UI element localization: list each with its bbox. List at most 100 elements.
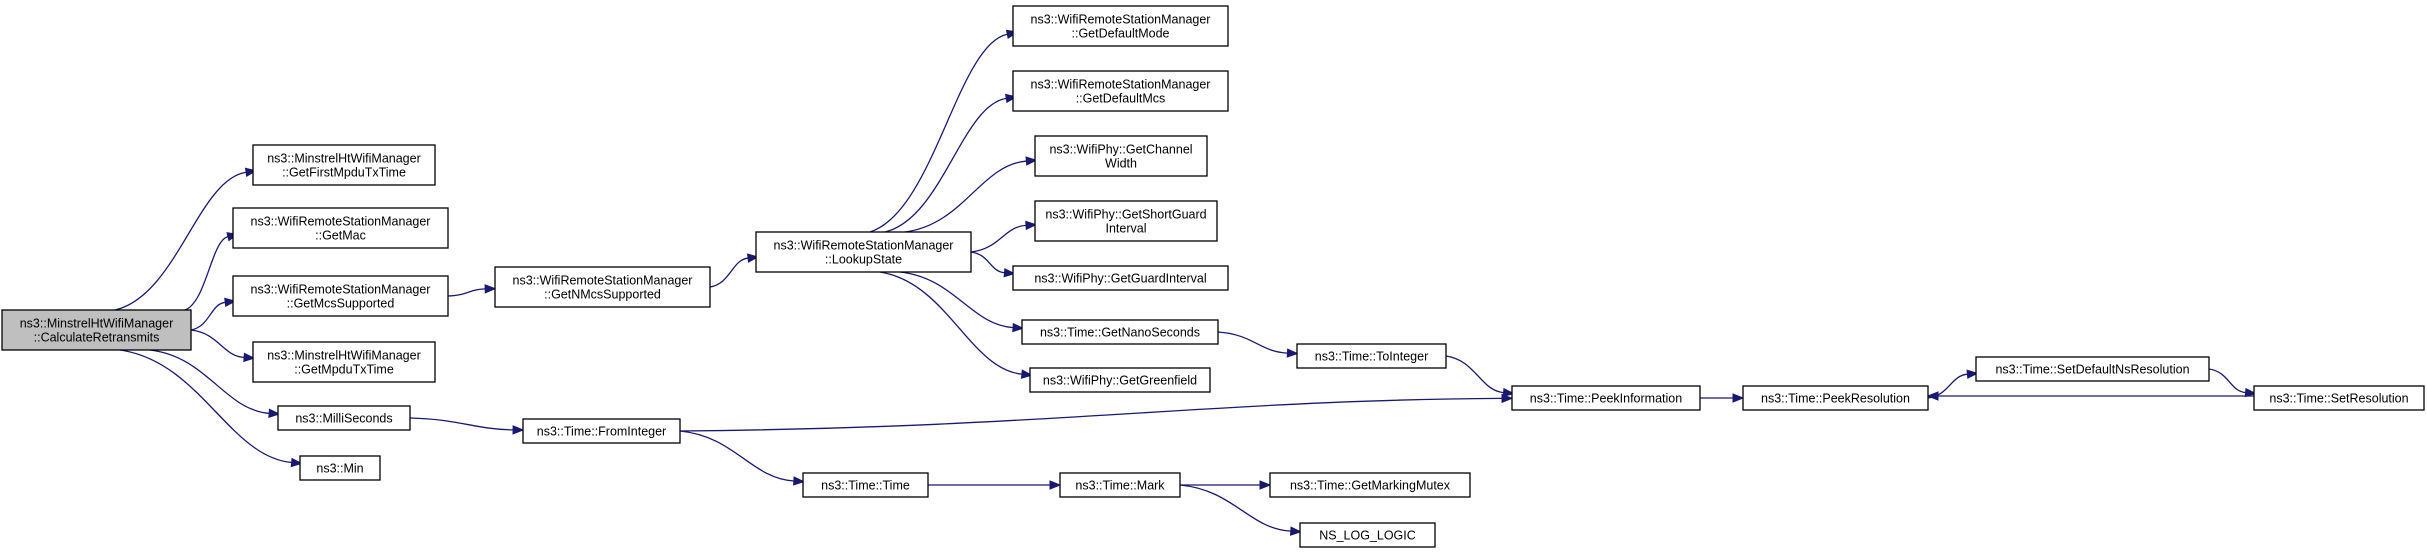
node-label: ns3::Time::SetResolution xyxy=(2269,392,2408,406)
node-box xyxy=(1012,5,1229,47)
node-nano[interactable]: ns3::Time::GetNanoSeconds xyxy=(1021,319,1219,345)
node-box xyxy=(1034,135,1208,177)
node-milli[interactable]: ns3::MilliSeconds xyxy=(277,405,411,431)
edge-arrowhead xyxy=(512,425,525,435)
edge-mark-to-nslog xyxy=(1179,484,1303,536)
node-nmcs[interactable]: ns3::WifiRemoteStationManager::GetNMcsSu… xyxy=(494,266,711,308)
node-box xyxy=(277,405,411,431)
node-calc[interactable]: ns3::MinstrelHtWifiManager::CalculateRet… xyxy=(1,309,192,351)
node-box xyxy=(2253,385,2425,411)
node-label: ns3::WifiPhy::GetShortGuard xyxy=(1045,208,1206,222)
edge-calc-to-mpdu xyxy=(190,329,256,363)
node-min[interactable]: ns3::Min xyxy=(299,455,381,481)
edge-line xyxy=(679,397,1503,432)
edge-mark-to-mutex xyxy=(1180,480,1272,490)
node-label: ns3::MinstrelHtWifiManager xyxy=(267,349,421,363)
edge-line xyxy=(879,271,1022,375)
node-box xyxy=(1034,200,1218,242)
edge-arrowhead xyxy=(1003,267,1016,278)
node-label: ns3::Time::Mark xyxy=(1075,479,1165,493)
node-box xyxy=(802,472,929,498)
node-label: ns3::MinstrelHtWifiManager xyxy=(267,152,421,166)
node-box xyxy=(1269,472,1471,498)
node-label: ns3::WifiRemoteStationManager xyxy=(251,215,431,229)
node-box xyxy=(1296,343,1447,369)
edge-arrowhead xyxy=(268,408,281,418)
edge-lookup-to-green xyxy=(879,271,1034,379)
node-peekinfo[interactable]: ns3::Time::PeekInformation xyxy=(1511,385,1701,411)
edge-nmcs-to-lookup xyxy=(709,253,760,288)
node-label: ns3::WifiRemoteStationManager xyxy=(774,239,954,253)
node-box xyxy=(252,341,436,383)
node-box xyxy=(1,309,192,351)
node-gi[interactable]: ns3::WifiPhy::GetGuardInterval xyxy=(1012,265,1229,291)
edge-time-to-mark xyxy=(928,480,1062,490)
edge-fromint-to-time xyxy=(679,430,806,486)
node-defmcs[interactable]: ns3::WifiRemoteStationManager::GetDefaul… xyxy=(1012,70,1229,112)
node-fromint[interactable]: ns3::Time::FromInteger xyxy=(522,418,681,444)
edge-arrowhead xyxy=(1259,480,1272,490)
node-box xyxy=(1511,385,1701,411)
node-getmac[interactable]: ns3::WifiRemoteStationManager::GetMac xyxy=(232,207,449,249)
node-box xyxy=(1742,385,1929,411)
node-box xyxy=(1299,522,1436,548)
node-lookup[interactable]: ns3::WifiRemoteStationManager::LookupSta… xyxy=(755,231,972,273)
node-peekres[interactable]: ns3::Time::PeekResolution xyxy=(1742,385,1929,411)
node-box xyxy=(1059,472,1181,498)
edge-line xyxy=(1179,484,1291,532)
node-label: ns3::Time::SetDefaultNsResolution xyxy=(1995,363,2189,377)
node-nslog[interactable]: NS_LOG_LOGIC xyxy=(1299,522,1436,548)
node-mark[interactable]: ns3::Time::Mark xyxy=(1059,472,1181,498)
edge-arrowhead xyxy=(1289,526,1303,536)
edge-fromint-to-peekinfo xyxy=(679,393,1514,432)
edge-setdef-to-setres xyxy=(2208,368,2257,398)
edge-arrowhead xyxy=(243,352,256,363)
node-label: ns3::WifiPhy::GetGuardInterval xyxy=(1034,272,1206,286)
edge-arrowhead xyxy=(747,253,760,263)
edge-lookup-to-defmode xyxy=(869,29,1019,233)
node-label: ::GetMac xyxy=(315,229,366,243)
edge-getmcssup-to-nmcs xyxy=(447,284,497,297)
node-label: ns3::Min xyxy=(316,462,363,476)
edge-arrowhead xyxy=(793,476,806,486)
node-defmode[interactable]: ns3::WifiRemoteStationManager::GetDefaul… xyxy=(1012,5,1229,47)
node-mutex[interactable]: ns3::Time::GetMarkingMutex xyxy=(1269,472,1471,498)
node-label: ns3::WifiRemoteStationManager xyxy=(1031,78,1211,92)
edge-arrowhead xyxy=(1025,156,1038,166)
node-box xyxy=(522,418,681,444)
node-getmcssup[interactable]: ns3::WifiRemoteStationManager::GetMcsSup… xyxy=(232,275,449,317)
edge-line xyxy=(899,271,1014,329)
node-label: NS_LOG_LOGIC xyxy=(1319,529,1416,543)
edge-line xyxy=(869,33,1008,233)
node-setres[interactable]: ns3::Time::SetResolution xyxy=(2253,385,2425,411)
edge-line xyxy=(149,349,270,414)
node-box xyxy=(755,231,972,273)
node-mpdu[interactable]: ns3::MinstrelHtWifiManager::GetMpduTxTim… xyxy=(252,341,436,383)
node-box xyxy=(1029,367,1211,393)
call-nodes: ns3::MinstrelHtWifiManager::CalculateRet… xyxy=(1,5,2425,548)
node-box xyxy=(299,455,381,481)
edge-arrowhead xyxy=(484,284,497,294)
edge-arrowhead xyxy=(1501,393,1514,404)
edge-line xyxy=(904,160,1027,233)
node-label: Width xyxy=(1105,157,1137,171)
edge-arrowhead xyxy=(1966,369,1979,379)
node-label: ns3::MilliSeconds xyxy=(295,412,392,426)
node-label: Interval xyxy=(1106,222,1147,236)
edge-line xyxy=(970,251,1005,274)
edge-line xyxy=(884,97,1007,233)
edge-arrowhead xyxy=(1012,322,1025,333)
edge-lookup-to-nano xyxy=(899,271,1025,333)
node-green[interactable]: ns3::WifiPhy::GetGreenfield xyxy=(1029,367,1211,393)
node-time[interactable]: ns3::Time::Time xyxy=(802,472,929,498)
edge-arrowhead xyxy=(1020,369,1034,379)
edge-calc-to-getmac xyxy=(184,232,239,311)
edge-line xyxy=(447,288,486,297)
node-toint[interactable]: ns3::Time::ToInteger xyxy=(1296,343,1447,369)
node-setdef[interactable]: ns3::Time::SetDefaultNsResolution xyxy=(1975,356,2210,382)
edge-line xyxy=(709,257,749,288)
node-firstmpdu[interactable]: ns3::MinstrelHtWifiManager::GetFirstMpdu… xyxy=(252,144,436,186)
edge-milli-to-fromint xyxy=(409,417,525,435)
